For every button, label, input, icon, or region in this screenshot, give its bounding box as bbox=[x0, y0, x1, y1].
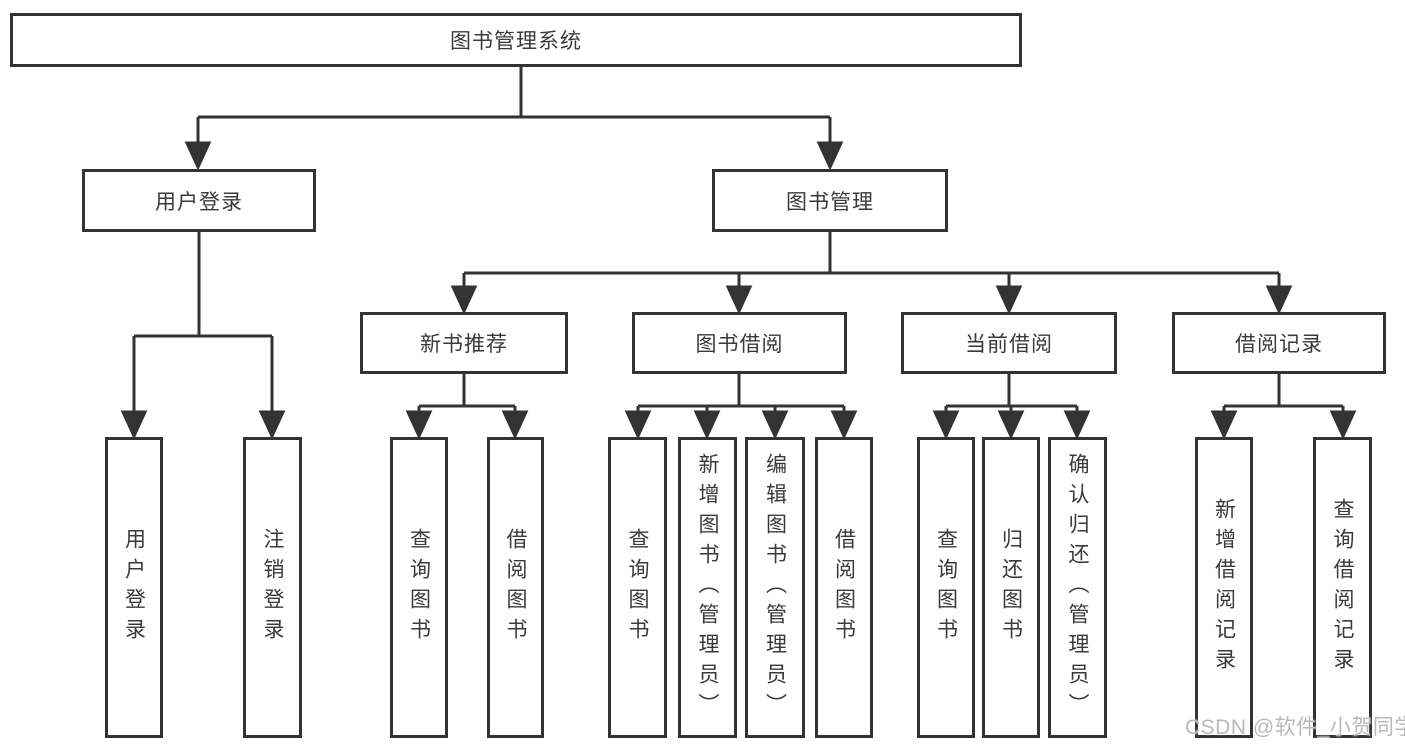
arrowhead-down-icon bbox=[693, 410, 721, 440]
connector-borrow-records bbox=[1210, 374, 1357, 440]
leaf-user-login: 用户登录 bbox=[105, 437, 163, 738]
node-book-management: 图书管理 bbox=[712, 169, 948, 232]
connector-user-login bbox=[120, 232, 286, 440]
leaf-query-books-3-label: 查询图书 bbox=[934, 527, 958, 648]
leaf-edit-books-admin-label: 编辑图书（管理员） bbox=[763, 452, 787, 723]
connector-root bbox=[184, 67, 844, 171]
node-new-book-recommend-label: 新书推荐 bbox=[420, 333, 508, 356]
leaf-query-borrow-record-label: 查询借阅记录 bbox=[1331, 497, 1354, 678]
leaf-borrow-books-2-label: 借阅图书 bbox=[832, 527, 856, 648]
node-user-login: 用户登录 bbox=[82, 169, 316, 232]
arrowhead-down-icon bbox=[405, 410, 433, 440]
arrowhead-down-icon bbox=[995, 285, 1023, 315]
arrowhead-down-icon bbox=[997, 410, 1025, 440]
leaf-logout: 注销登录 bbox=[243, 437, 302, 738]
leaf-return-books-label: 归还图书 bbox=[999, 527, 1023, 648]
leaf-return-books: 归还图书 bbox=[982, 437, 1040, 738]
leaf-query-books-3: 查询图书 bbox=[917, 437, 975, 738]
connector-book-management bbox=[450, 232, 1293, 315]
leaf-borrow-books-1: 借阅图书 bbox=[487, 437, 544, 738]
leaf-borrow-books-1-label: 借阅图书 bbox=[504, 527, 527, 648]
leaf-query-books-2: 查询图书 bbox=[608, 437, 667, 738]
leaf-add-books-admin-label: 新增图书（管理员） bbox=[696, 452, 719, 723]
node-new-book-recommend: 新书推荐 bbox=[360, 312, 568, 374]
node-book-borrow: 图书借阅 bbox=[632, 312, 847, 374]
arrowhead-down-icon bbox=[725, 285, 753, 315]
arrowhead-down-icon bbox=[624, 410, 652, 440]
leaf-query-books-1-label: 查询图书 bbox=[407, 527, 431, 648]
connector-new-book-recommend bbox=[405, 374, 529, 440]
arrowhead-down-icon bbox=[761, 410, 789, 440]
leaf-query-borrow-record: 查询借阅记录 bbox=[1313, 437, 1372, 738]
node-book-borrow-label: 图书借阅 bbox=[695, 333, 784, 356]
csdn-watermark: CSDN @软件_小贺同学 bbox=[1185, 716, 1405, 739]
arrowhead-down-icon bbox=[258, 410, 286, 440]
arrowhead-down-icon bbox=[830, 410, 858, 440]
node-book-management-label: 图书管理 bbox=[786, 190, 874, 214]
leaf-logout-label: 注销登录 bbox=[261, 527, 284, 648]
leaf-edit-books-admin: 编辑图书（管理员） bbox=[745, 437, 805, 738]
arrowhead-down-icon bbox=[450, 285, 478, 315]
arrowhead-down-icon bbox=[1210, 410, 1238, 440]
node-borrow-records-label: 借阅记录 bbox=[1235, 333, 1323, 356]
connector-book-borrow bbox=[624, 374, 858, 440]
node-current-borrow-label: 当前借阅 bbox=[965, 333, 1053, 356]
node-borrow-records: 借阅记录 bbox=[1172, 312, 1386, 374]
arrowhead-down-icon bbox=[501, 410, 529, 440]
arrowhead-down-icon bbox=[932, 410, 960, 440]
arrowhead-down-icon bbox=[816, 141, 844, 171]
arrowhead-down-icon bbox=[120, 410, 148, 440]
connector-current-borrow bbox=[932, 374, 1091, 440]
node-current-borrow: 当前借阅 bbox=[901, 312, 1117, 374]
leaf-borrow-books-2: 借阅图书 bbox=[815, 437, 873, 738]
arrowhead-down-icon bbox=[184, 141, 212, 171]
arrowhead-down-icon bbox=[1063, 410, 1091, 440]
leaf-add-books-admin: 新增图书（管理员） bbox=[678, 437, 737, 738]
leaf-user-login-label: 用户登录 bbox=[122, 527, 146, 648]
node-user-login-label: 用户登录 bbox=[155, 190, 243, 214]
leaf-query-books-1: 查询图书 bbox=[390, 437, 448, 738]
leaf-confirm-return-admin-label: 确认归还（管理员） bbox=[1066, 452, 1089, 723]
leaf-query-books-2-label: 查询图书 bbox=[626, 527, 649, 648]
arrowhead-down-icon bbox=[1265, 285, 1293, 315]
leaf-confirm-return-admin: 确认归还（管理员） bbox=[1048, 437, 1107, 738]
leaf-add-borrow-record-label: 新增借阅记录 bbox=[1212, 497, 1236, 678]
leaf-add-borrow-record: 新增借阅记录 bbox=[1195, 437, 1253, 738]
node-root: 图书管理系统 bbox=[10, 13, 1022, 67]
arrowhead-down-icon bbox=[1329, 410, 1357, 440]
node-root-label: 图书管理系统 bbox=[450, 30, 582, 53]
